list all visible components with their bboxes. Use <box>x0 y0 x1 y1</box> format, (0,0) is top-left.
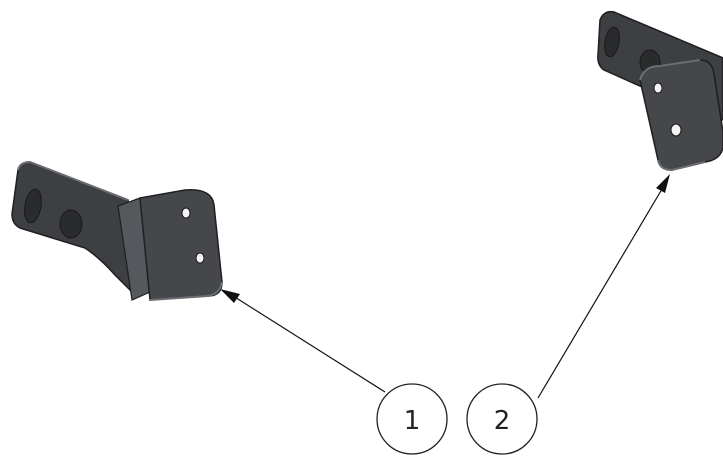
balloon-1: 1 <box>376 383 448 455</box>
balloon-1-number: 1 <box>404 406 421 436</box>
bracket-1-small-hole-bottom <box>195 252 205 264</box>
bracket-1-slot-hole <box>24 188 42 224</box>
bracket-1-angled-tab <box>139 189 223 301</box>
balloon-2-number: 2 <box>494 406 511 436</box>
leader-line-1 <box>220 289 386 393</box>
bracket-1-round-hole-large <box>59 209 83 239</box>
balloon-2: 2 <box>466 383 538 455</box>
bracket-2-angled-tab <box>639 59 723 171</box>
bracket-1-small-hole-top <box>181 207 191 219</box>
bracket-part-2 <box>597 10 723 172</box>
bracket-2-small-hole-bottom <box>670 123 682 137</box>
bracket-part-1 <box>11 160 223 301</box>
bracket-2-small-hole-top <box>653 82 663 94</box>
bracket-1-flange-edge <box>17 160 129 201</box>
bracket-1-tab-bottom-edge <box>149 281 223 301</box>
bracket-2-tab-edge <box>639 59 701 81</box>
leader-1-arrowhead <box>220 289 240 303</box>
leader-line-2 <box>537 174 670 399</box>
bracket-2-slot-hole <box>604 26 620 58</box>
bracket-2-tab-bottom-edge <box>657 159 706 172</box>
leader-2-arrowhead <box>656 174 670 193</box>
